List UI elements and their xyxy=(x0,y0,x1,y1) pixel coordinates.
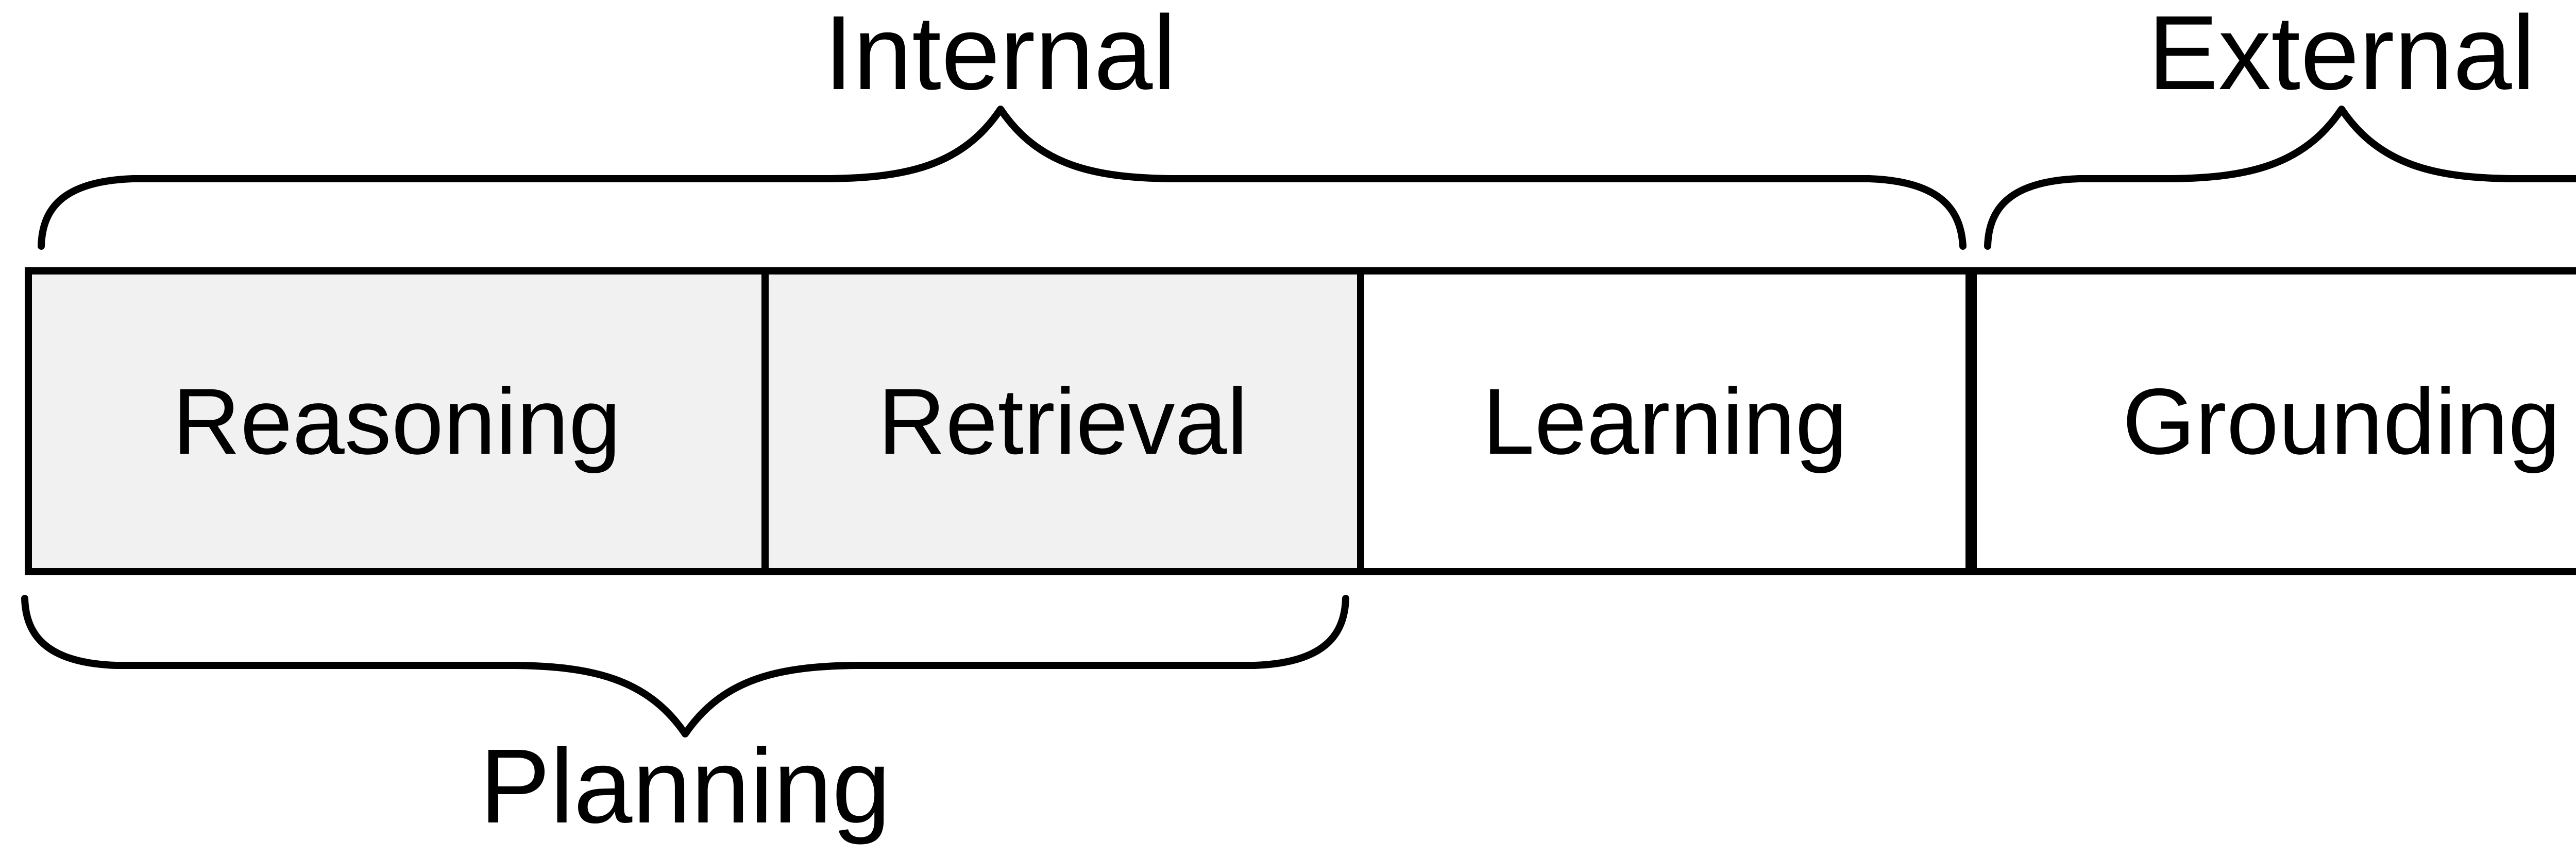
cell-grounding-label: Grounding xyxy=(2122,369,2561,474)
cell-retrieval: Retrieval xyxy=(769,274,1364,568)
cell-reasoning: Reasoning xyxy=(32,274,769,568)
cell-reasoning-label: Reasoning xyxy=(172,369,621,474)
external-label: External xyxy=(2147,0,2536,112)
internal-label: Internal xyxy=(824,0,1176,112)
cell-grounding: Grounding xyxy=(1977,274,2576,568)
planning-label: Planning xyxy=(480,727,891,845)
cell-retrieval-label: Retrieval xyxy=(877,369,1248,474)
internal-brace xyxy=(38,106,1967,250)
external-brace xyxy=(1984,106,2576,250)
cell-learning: Learning xyxy=(1364,274,1977,568)
cell-learning-label: Learning xyxy=(1482,369,1848,474)
planning-brace xyxy=(21,595,1349,737)
capability-box: Reasoning Retrieval Learning Grounding xyxy=(25,267,2576,575)
